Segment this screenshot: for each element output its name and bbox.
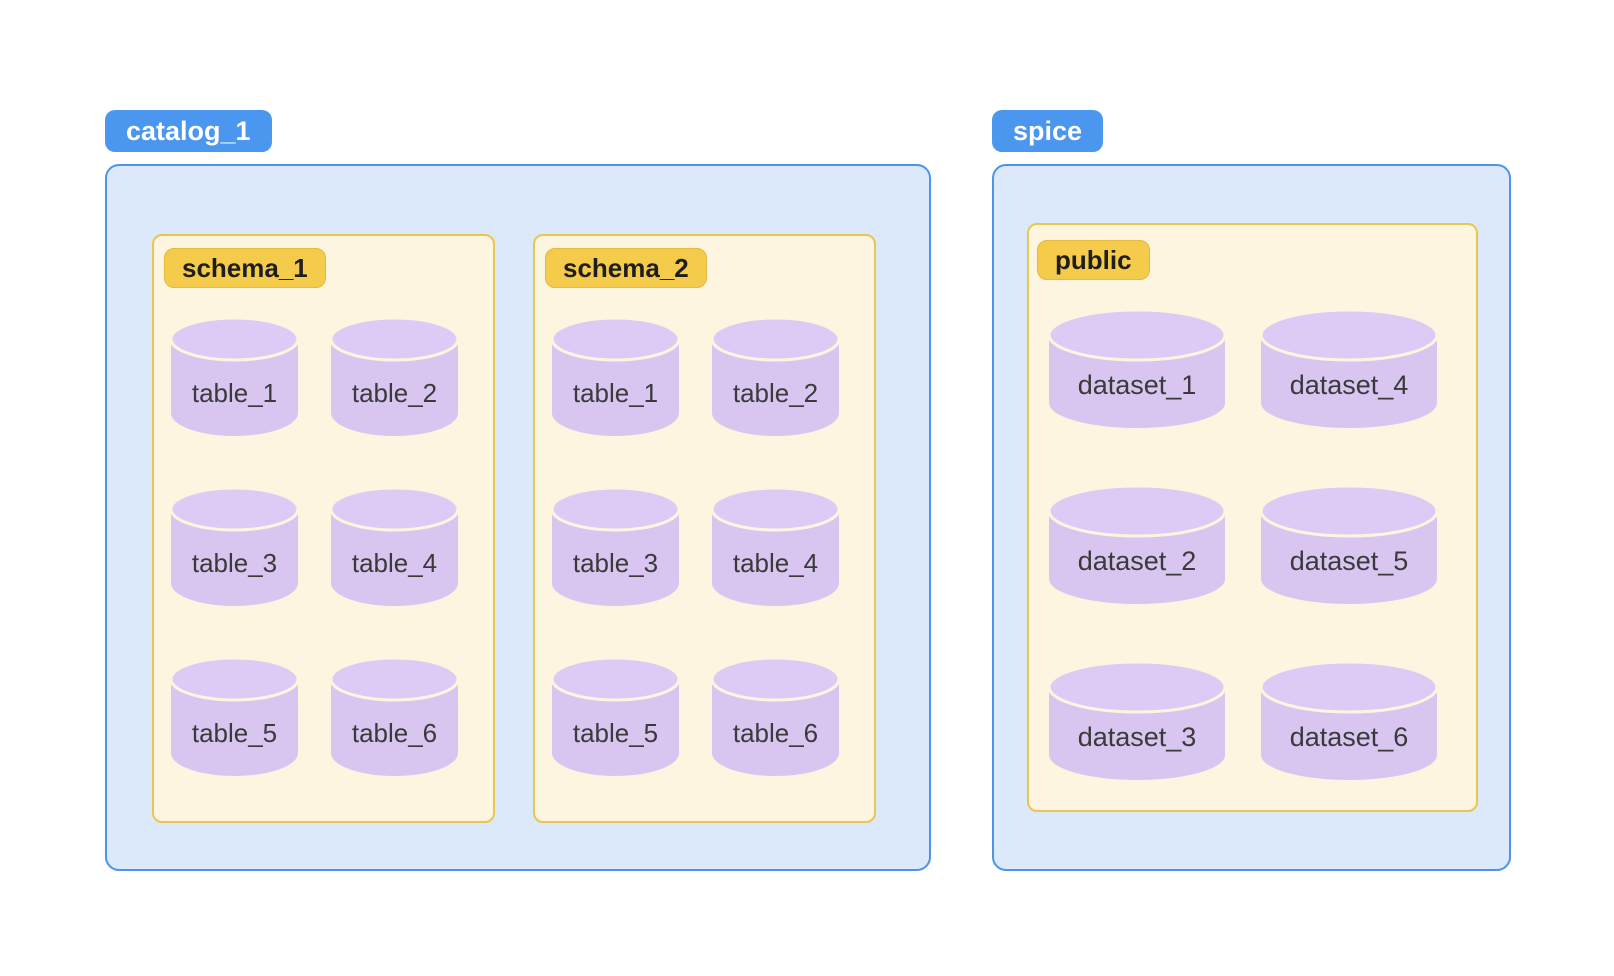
table-cylinder: table_3 xyxy=(171,488,298,606)
table-cylinder: table_3 xyxy=(552,488,679,606)
table-cylinder: table_1 xyxy=(171,318,298,436)
schema-box-2: schema_2 table_1 table_2 table_3 xyxy=(533,234,876,823)
spice-group: spice public dataset_1 dataset_4 dataset xyxy=(992,110,1511,871)
database-cylinder-icon xyxy=(331,488,458,606)
table-cylinder: table_1 xyxy=(552,318,679,436)
database-cylinder-icon xyxy=(1261,310,1437,428)
dataset-cylinder: dataset_1 xyxy=(1049,310,1225,428)
table-label: table_4 xyxy=(732,547,819,578)
database-cylinder-icon xyxy=(552,658,679,776)
table-label: table_5 xyxy=(191,717,278,748)
database-cylinder-icon xyxy=(331,658,458,776)
table-label: table_4 xyxy=(351,547,438,578)
database-cylinder-icon xyxy=(1049,310,1225,428)
table-label: table_6 xyxy=(351,717,438,748)
table-label: table_5 xyxy=(572,717,659,748)
database-cylinder-icon xyxy=(712,318,839,436)
dataset-cylinder: dataset_5 xyxy=(1261,486,1437,604)
dataset-label: dataset_2 xyxy=(1077,545,1197,576)
dataset-cylinder: dataset_6 xyxy=(1261,662,1437,780)
dataset-label: dataset_3 xyxy=(1077,721,1197,752)
dataset-cylinder: dataset_2 xyxy=(1049,486,1225,604)
catalog-container: schema_1 table_1 table_2 table_3 xyxy=(105,164,931,871)
table-label: table_6 xyxy=(732,717,819,748)
database-cylinder-icon xyxy=(712,658,839,776)
table-label: table_1 xyxy=(191,377,278,408)
dataset-label: dataset_6 xyxy=(1289,721,1409,752)
table-label: table_2 xyxy=(732,377,819,408)
dataset-label: dataset_1 xyxy=(1077,369,1197,400)
dataset-label: dataset_4 xyxy=(1289,369,1409,400)
table-label: table_2 xyxy=(351,377,438,408)
schema-1-table-grid: table_1 table_2 table_3 table_4 xyxy=(171,318,493,776)
database-cylinder-icon xyxy=(1049,486,1225,604)
table-cylinder: table_5 xyxy=(171,658,298,776)
dataset-cylinder: dataset_4 xyxy=(1261,310,1437,428)
database-cylinder-icon xyxy=(1049,662,1225,780)
database-cylinder-icon xyxy=(171,658,298,776)
schema-box-1: schema_1 table_1 table_2 table_3 xyxy=(152,234,495,823)
table-label: table_1 xyxy=(572,377,659,408)
public-box: public dataset_1 dataset_4 dataset_2 xyxy=(1027,223,1478,812)
dataset-cylinder: dataset_3 xyxy=(1049,662,1225,780)
database-cylinder-icon xyxy=(171,488,298,606)
dataset-label: dataset_5 xyxy=(1289,545,1409,576)
public-dataset-grid: dataset_1 dataset_4 dataset_2 dataset_5 xyxy=(1049,310,1476,780)
public-badge: public xyxy=(1037,240,1150,280)
table-cylinder: table_5 xyxy=(552,658,679,776)
database-cylinder-icon xyxy=(712,488,839,606)
table-cylinder: table_6 xyxy=(712,658,839,776)
database-cylinder-icon xyxy=(552,488,679,606)
schema-1-badge: schema_1 xyxy=(164,248,326,288)
database-cylinder-icon xyxy=(331,318,458,436)
database-cylinder-icon xyxy=(1261,662,1437,780)
database-cylinder-icon xyxy=(1261,486,1437,604)
catalog-group: catalog_1 schema_1 table_1 table_2 xyxy=(105,110,931,871)
table-cylinder: table_4 xyxy=(331,488,458,606)
spice-badge: spice xyxy=(992,110,1104,152)
catalog-badge: catalog_1 xyxy=(105,110,272,152)
table-cylinder: table_2 xyxy=(331,318,458,436)
database-cylinder-icon xyxy=(171,318,298,436)
table-cylinder: table_6 xyxy=(331,658,458,776)
spice-container: public dataset_1 dataset_4 dataset_2 xyxy=(992,164,1511,871)
schema-2-table-grid: table_1 table_2 table_3 table_4 xyxy=(552,318,874,776)
schema-2-badge: schema_2 xyxy=(545,248,707,288)
schema-row: schema_1 table_1 table_2 table_3 xyxy=(152,234,929,823)
table-label: table_3 xyxy=(191,547,278,578)
table-cylinder: table_4 xyxy=(712,488,839,606)
table-cylinder: table_2 xyxy=(712,318,839,436)
table-label: table_3 xyxy=(572,547,659,578)
database-cylinder-icon xyxy=(552,318,679,436)
